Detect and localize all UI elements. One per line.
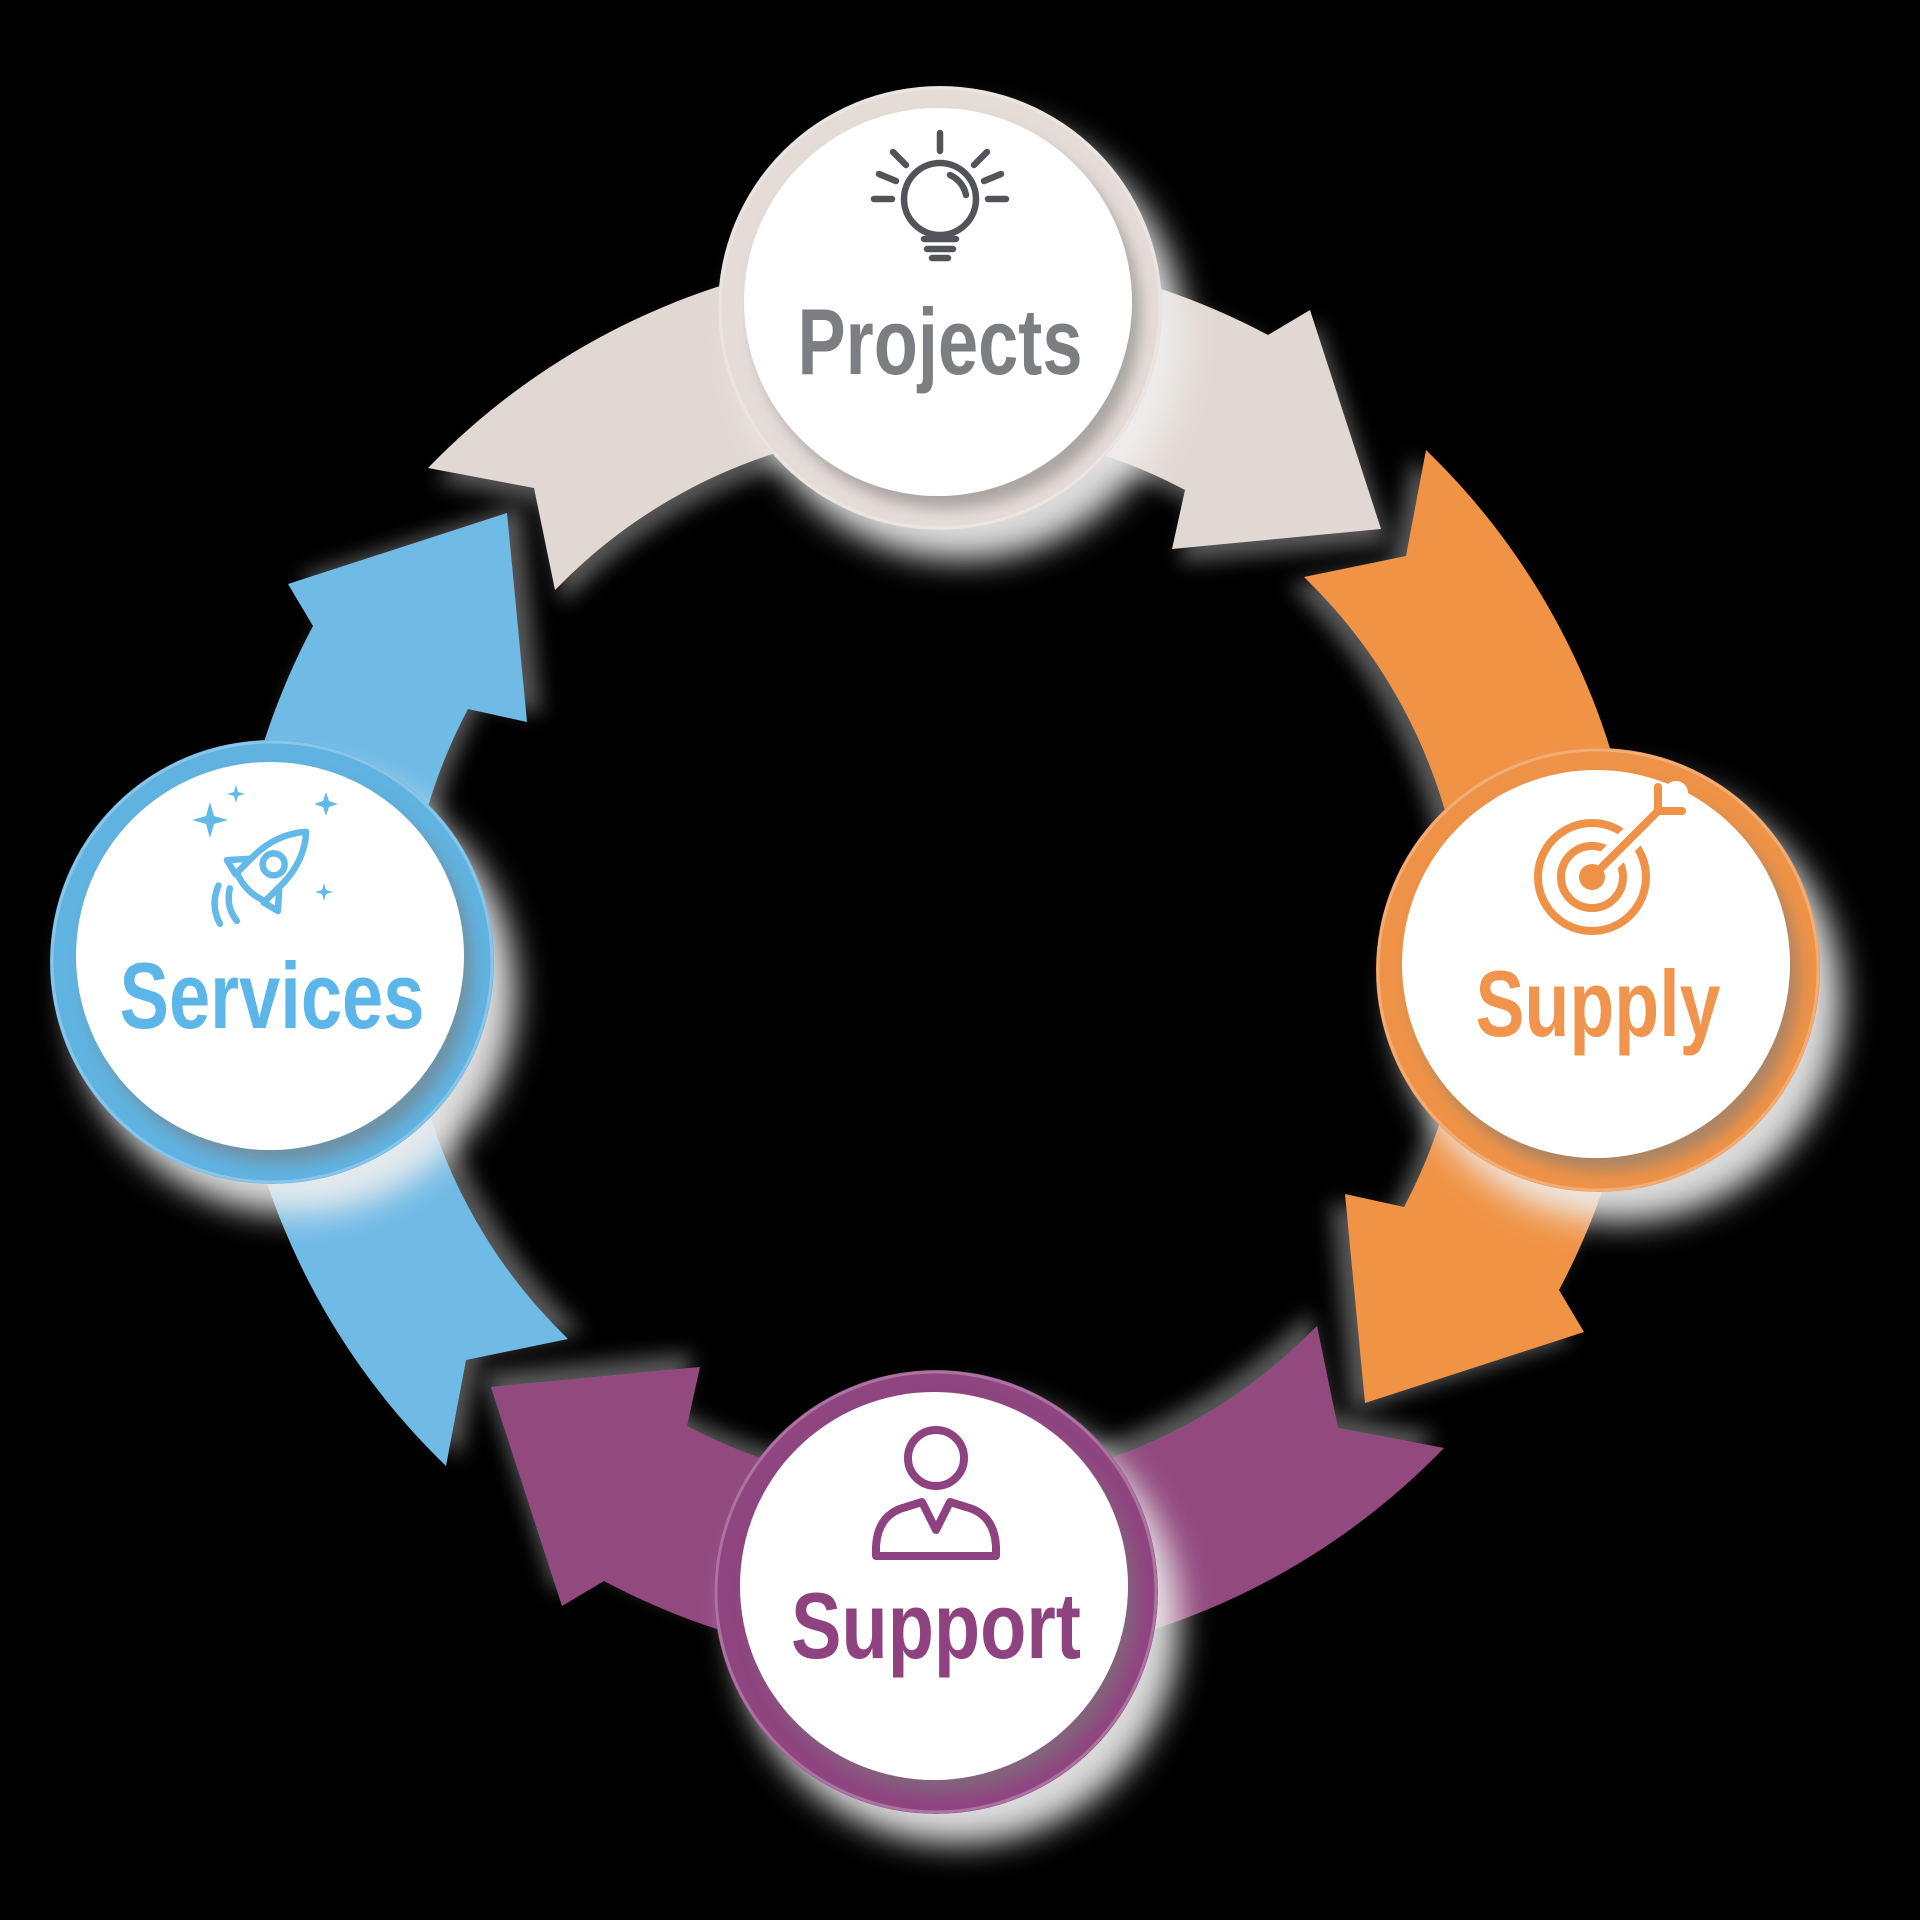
support-disc — [740, 1392, 1128, 1780]
node-services: Services — [50, 740, 494, 1184]
services-disc — [76, 762, 464, 1150]
person-icon — [872, 1426, 1000, 1560]
sparkles — [192, 785, 338, 901]
support-label: Support — [791, 1573, 1081, 1678]
supply-disc — [1402, 770, 1790, 1158]
target-dart-icon — [1534, 781, 1688, 935]
node-supply: Supply — [1376, 748, 1820, 1192]
services-ring-highlight — [50, 740, 494, 1184]
rocket-icon — [192, 785, 338, 927]
projects-ring-highlight — [718, 86, 1162, 530]
support-ring-highlight — [714, 1370, 1158, 1814]
supply-label: Supply — [1476, 951, 1721, 1056]
services-label: Services — [120, 943, 425, 1048]
lightbulb-icon — [870, 129, 1010, 262]
supply-ring-highlight — [1376, 748, 1820, 1192]
node-support: Support — [714, 1370, 1158, 1814]
projects-disc — [744, 108, 1132, 496]
node-projects: Projects — [718, 86, 1162, 530]
projects-label: Projects — [798, 289, 1083, 394]
